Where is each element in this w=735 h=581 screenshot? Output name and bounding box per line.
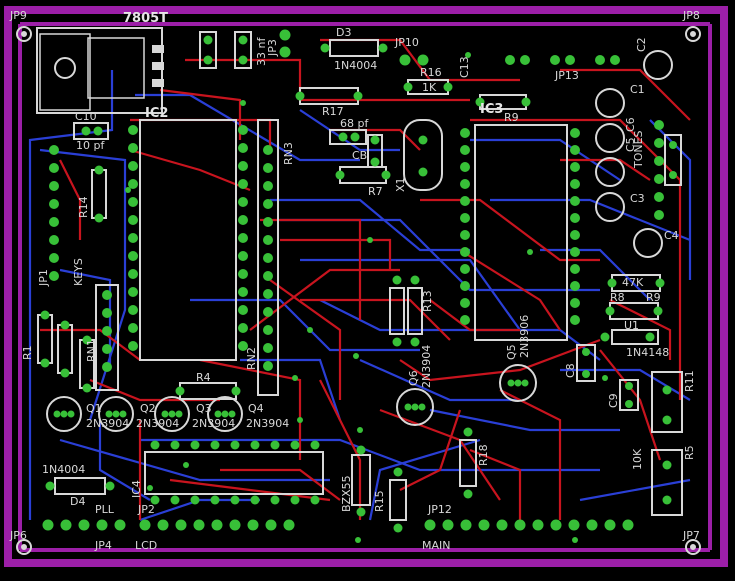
label-c13: C13 <box>458 56 471 78</box>
label-c4: C4 <box>664 229 679 242</box>
label-rn2: RN2 <box>245 347 258 370</box>
label-1n4004-bottom: 1N4004 <box>42 463 86 476</box>
label-r9: R9 <box>646 291 661 304</box>
label-r15-value: 1K <box>422 81 437 94</box>
label-r5: R5 <box>683 445 696 460</box>
label-d4: D4 <box>70 495 86 508</box>
label-r4: R4 <box>196 371 211 384</box>
label-r15: R16 <box>420 66 442 79</box>
label-c10: C10 <box>75 110 97 123</box>
label-q5: Q5 <box>505 344 518 360</box>
transistor-bodies <box>46 364 537 432</box>
label-keys: KEYS <box>72 258 85 286</box>
label-r6-value: 47K <box>622 276 644 289</box>
label-q3: Q3 <box>196 402 212 415</box>
label-q5-part: 2N3906 <box>518 314 531 358</box>
label-c9: C9 <box>607 393 620 408</box>
label-r11: R11 <box>683 370 696 392</box>
label-q4: Q4 <box>248 402 264 415</box>
label-q1-part: 2N3904 <box>86 417 130 430</box>
label-q2: Q2 <box>140 402 156 415</box>
ic3-chip <box>474 124 568 341</box>
label-r1: R1 <box>21 345 34 360</box>
label-r18: R18 <box>477 444 490 466</box>
rn3-network <box>257 119 279 396</box>
label-q6: Q6 <box>407 370 420 386</box>
vias <box>125 52 608 543</box>
label-r13: R13 <box>421 290 434 312</box>
label-jp13: JP13 <box>555 69 579 82</box>
label-r16: R17 <box>322 105 344 118</box>
label-jp8: JP8 <box>683 9 700 22</box>
top-copper-layer <box>40 38 691 520</box>
label-ic3: IC3 <box>480 102 504 117</box>
label-main: MAIN <box>422 539 451 552</box>
label-jp3: JP3 <box>266 39 279 56</box>
label-c5: C5 <box>624 137 637 152</box>
label-rn3: RN3 <box>282 142 295 165</box>
label-jp9: JP9 <box>10 9 27 22</box>
label-q3-part: 2N3904 <box>192 417 236 430</box>
label-q6-part: 2N3904 <box>420 344 433 388</box>
label-jp7: JP7 <box>683 529 700 542</box>
label-1n4148: 1N4148 <box>626 346 670 359</box>
label-bzx55: BZX55 <box>340 475 353 512</box>
label-r10: R9 <box>504 111 519 124</box>
label-cb: CB <box>352 149 368 162</box>
label-c11-value: 33 nf <box>255 37 268 66</box>
label-jp4: JP4 <box>95 539 112 552</box>
label-jp10: JP10 <box>395 36 419 49</box>
label-rn1: RN1 <box>85 339 98 362</box>
label-r5-value: 10K <box>631 448 644 470</box>
label-x1: X1 <box>394 177 407 192</box>
label-pll: PLL <box>95 503 114 516</box>
label-r14: R14 <box>77 196 90 218</box>
label-jp12: JP12 <box>428 503 452 516</box>
ic2-chip <box>139 119 237 361</box>
ic4-chip <box>144 451 324 495</box>
diode-bodies <box>54 39 659 495</box>
label-lcd: LCD <box>135 539 158 552</box>
board-outline <box>4 6 728 567</box>
rn1-network <box>95 284 119 391</box>
label-q4-part: 2N3904 <box>246 417 290 430</box>
label-c2: C2 <box>635 37 648 52</box>
label-1n4004-top: 1N4004 <box>334 59 378 72</box>
crystal-x1 <box>403 119 443 191</box>
label-c10-value: 10 pf <box>76 139 105 152</box>
regulator-7805t <box>36 27 164 114</box>
label-r17: R15 <box>373 490 386 512</box>
label-r8: R8 <box>610 291 625 304</box>
label-c8: C8 <box>564 363 577 378</box>
label-c3: C3 <box>630 192 645 205</box>
label-cb-value: 68 pf <box>340 117 369 130</box>
label-c1: C1 <box>630 83 645 96</box>
label-jp1: JP1 <box>37 269 50 286</box>
label-u1: U1 <box>624 319 640 332</box>
label-d3: D3 <box>336 26 352 39</box>
label-jp6: JP6 <box>10 529 27 542</box>
label-c6: C6 <box>624 117 637 132</box>
pad-grid <box>40 29 677 533</box>
label-ic4: IC4 <box>130 480 143 498</box>
label-q2-part: 2N3904 <box>136 417 180 430</box>
label-r7: R7 <box>368 185 383 198</box>
label-7805t: 7805T <box>123 11 169 26</box>
capacitor-bodies <box>73 31 673 506</box>
label-ic2: IC2 <box>145 106 169 121</box>
label-jp2: JP2 <box>138 503 155 516</box>
label-q1: Q1 <box>86 402 102 415</box>
mounting-holes <box>16 26 701 555</box>
